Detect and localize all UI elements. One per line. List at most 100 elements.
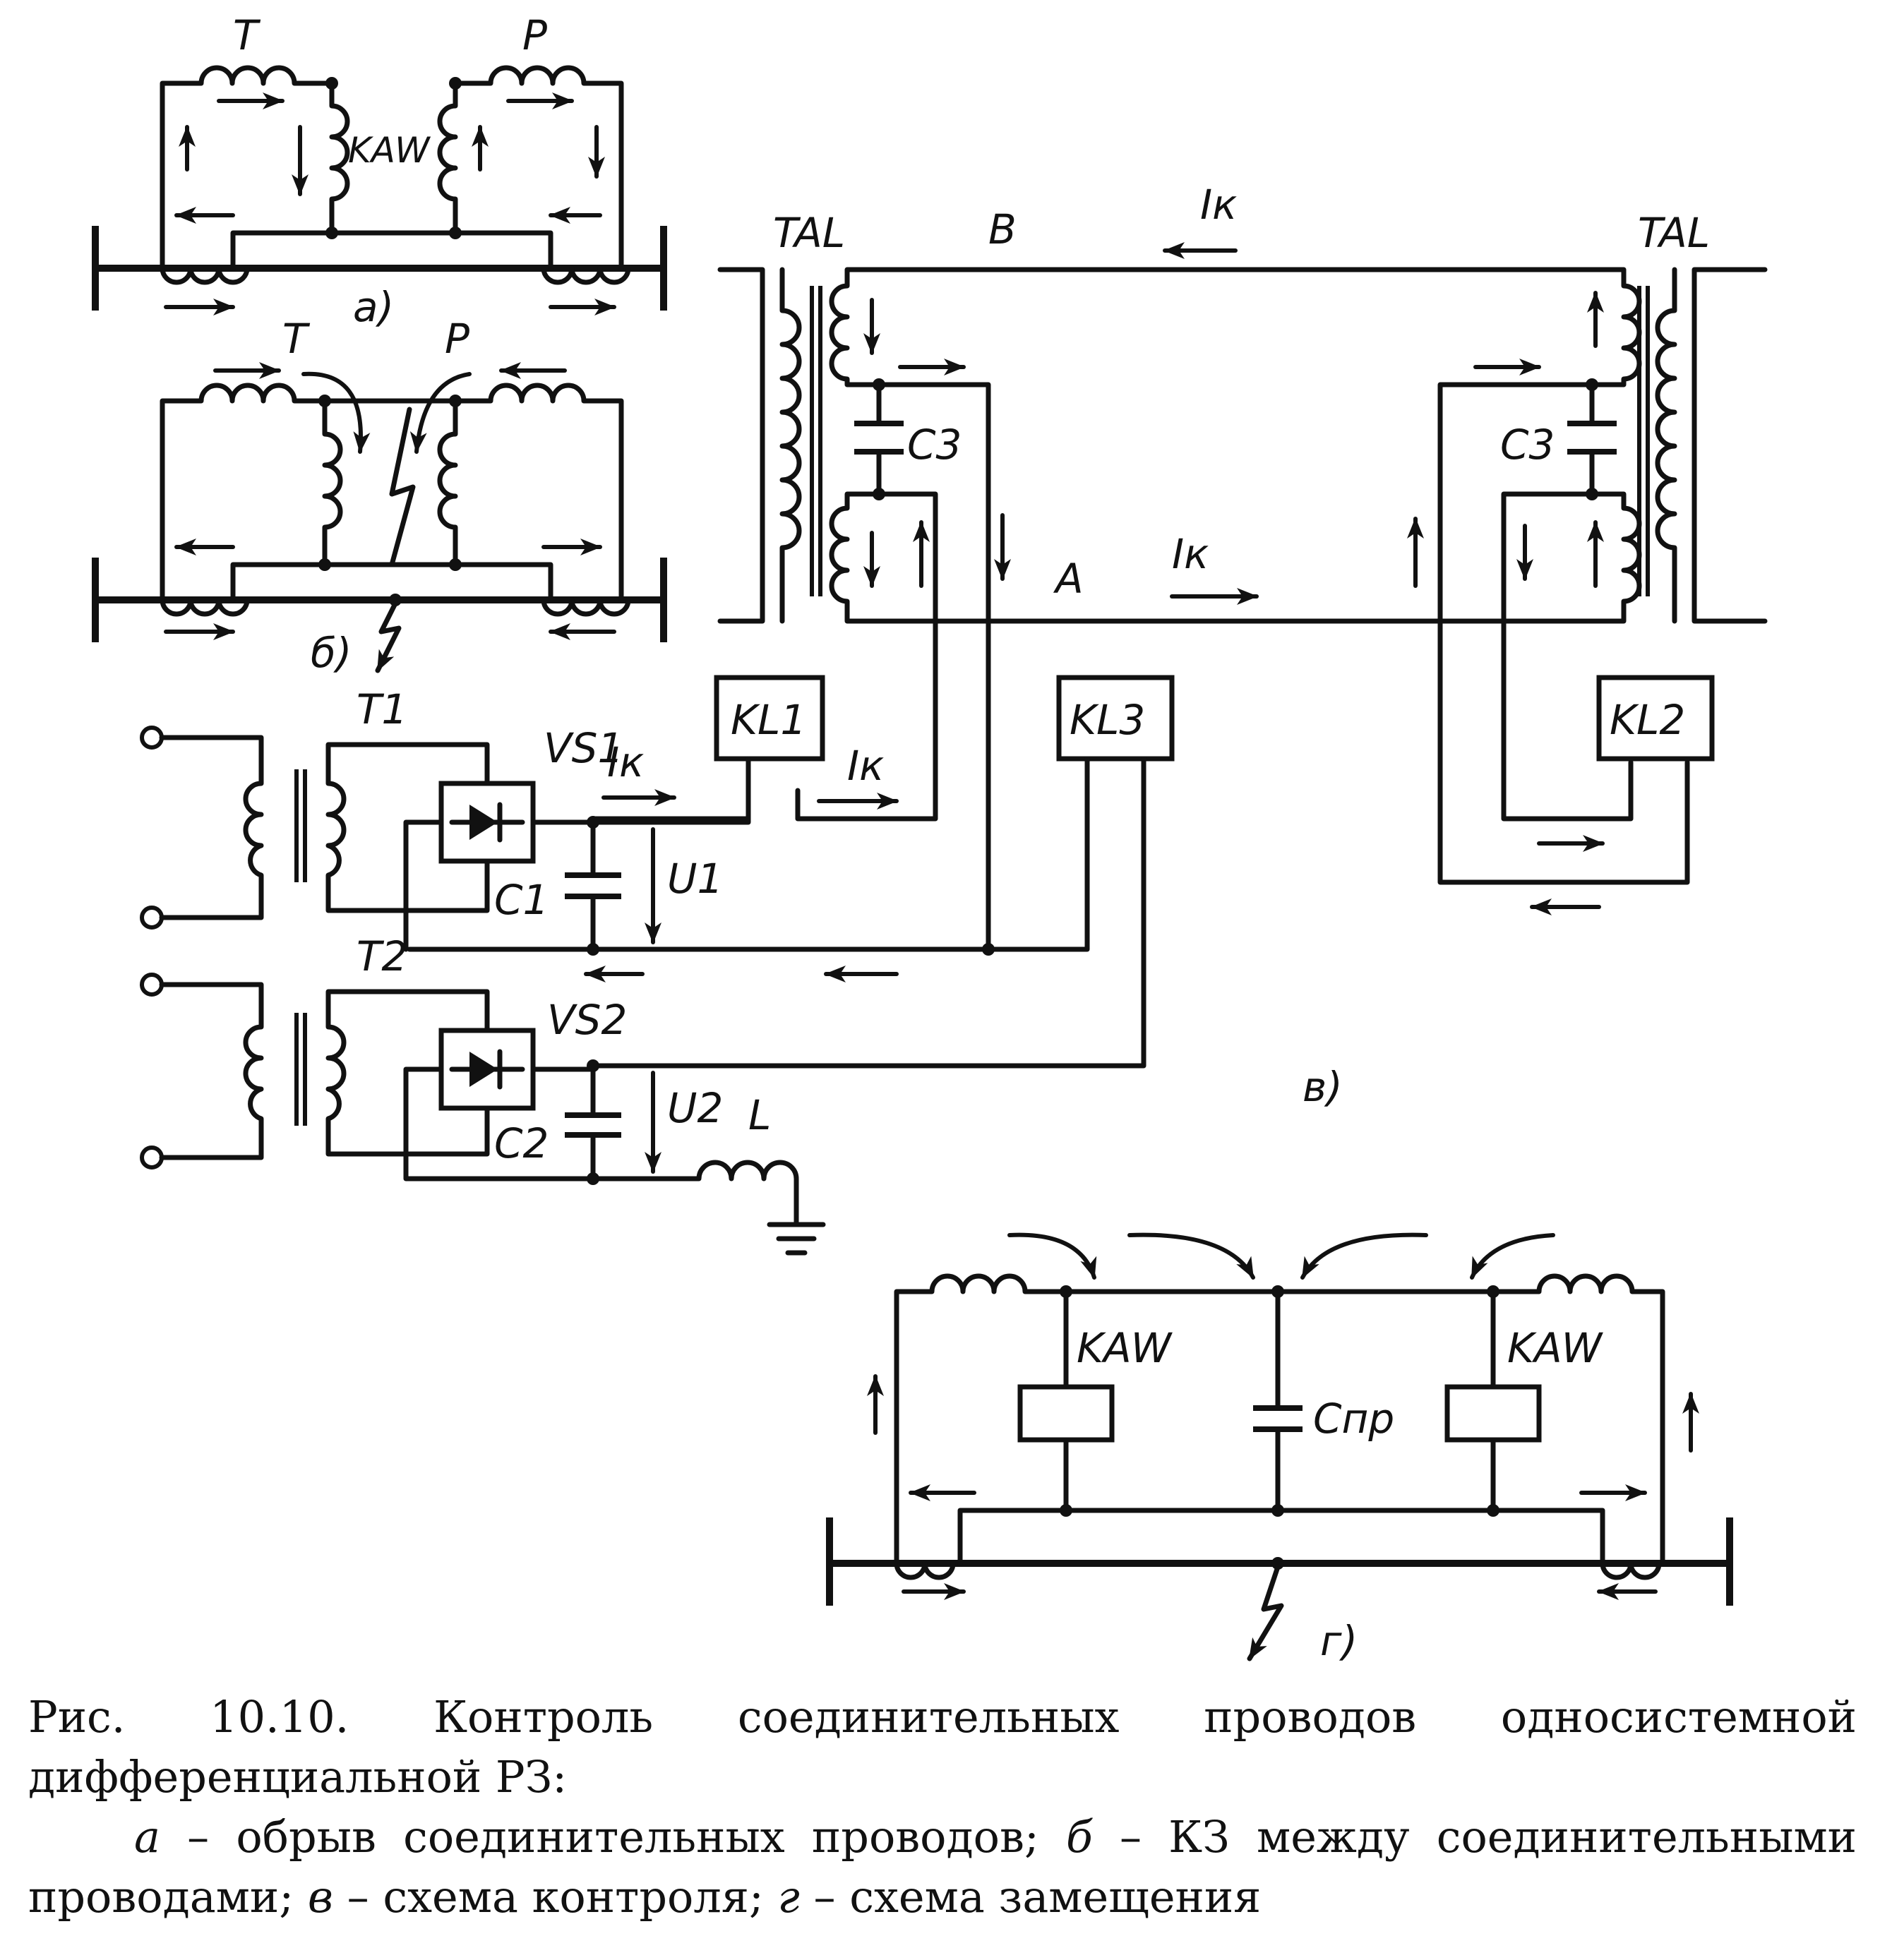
label-U1: U1 [667, 855, 723, 903]
wire [453, 398, 493, 437]
junction [325, 77, 338, 90]
junction [389, 594, 402, 606]
supply-circuits: T1 VS1 C1 U1 T2 VS2 C2 U2 L [140, 685, 826, 1256]
panel-label-v: в) [1303, 1063, 1343, 1111]
label-VS2: VS2 [547, 996, 627, 1044]
junction [1271, 1557, 1284, 1570]
caption-legend: а – обрыв соединительных проводов; б – К… [28, 1807, 1857, 1927]
label-C3-right: C3 [1500, 421, 1555, 469]
pilot-wire [957, 1508, 1605, 1566]
winding-KAW-right [437, 103, 458, 233]
label-A: A [1053, 555, 1084, 603]
junction [318, 558, 331, 571]
winding-KAW-left [329, 103, 350, 233]
panel-a-break-of-pilot-wires: T P KAW а) [92, 11, 667, 331]
junction [1487, 1504, 1499, 1517]
winding-T [198, 383, 325, 404]
wire-to-KL1 [795, 491, 938, 822]
panel-g-equivalent-circuit: KAW KAW Cпр г) [826, 1232, 1733, 1665]
caption-title: Рис. 10.10. Контроль соединительных пров… [28, 1691, 1857, 1803]
terminal [140, 726, 164, 750]
label-T: T [233, 11, 261, 59]
wire-to-KL3 [876, 382, 991, 952]
TAL-primary-left [779, 308, 802, 551]
wire-to-KL2 [1501, 491, 1634, 822]
pilot-wire [230, 230, 553, 271]
current-transformer-left [894, 1561, 956, 1580]
junction [1060, 1285, 1072, 1298]
junction [587, 943, 599, 956]
pilot-wire [230, 562, 553, 603]
TAL-primary-right [1655, 308, 1677, 551]
primary-right [1692, 267, 1768, 624]
panel-v-monitoring-circuit: TAL TAL B A Iк Iк Iк Iк C3 C3 KL1 KL3 KL… [407, 181, 1768, 1111]
junction [449, 227, 462, 239]
junction [325, 227, 338, 239]
label-TAL-right: TAL [1638, 209, 1710, 257]
label-KL1: KL1 [731, 696, 806, 744]
terminal [140, 1146, 164, 1170]
wire [159, 735, 264, 920]
wire [403, 819, 444, 952]
junction [1487, 1285, 1499, 1298]
current-arrow [1470, 1233, 1555, 1280]
label-Ik: Iк [847, 742, 884, 790]
winding-P [488, 383, 587, 404]
legend-text-a: – обрыв соединительных проводов; [160, 1811, 1066, 1863]
wire [583, 398, 624, 603]
label-C2: C2 [494, 1119, 549, 1167]
wire [159, 982, 264, 1160]
current-arrow [409, 372, 472, 454]
relay-KL3 [1056, 675, 1175, 762]
winding-T2-secondary [325, 1024, 347, 1122]
winding-KAW-right [437, 431, 458, 565]
winding-P [488, 65, 587, 86]
current-arrow [1127, 1232, 1255, 1280]
current-arrow [1007, 1232, 1097, 1280]
label-T1: T1 [357, 685, 407, 733]
current-arrow [301, 371, 371, 454]
wire [325, 989, 490, 1033]
panel-label-a: а) [353, 283, 394, 331]
junction [1271, 1504, 1284, 1517]
junction [449, 77, 462, 90]
relay-KL2 [1596, 675, 1715, 762]
relay-KAW-right [1444, 1384, 1542, 1443]
junction [1060, 1504, 1072, 1517]
label-Ik: Iк [607, 738, 644, 786]
TAL-secondary-left-upper [829, 270, 879, 387]
junction [449, 395, 462, 407]
winding-T1-secondary [325, 781, 347, 878]
label-P: P [445, 315, 469, 363]
label-T: T [282, 315, 311, 363]
current-transformer-left [160, 597, 250, 617]
wire [160, 398, 204, 603]
junction [587, 1172, 599, 1185]
current-transformer-right [541, 597, 631, 617]
wire [325, 742, 490, 786]
current-transformer-right [541, 265, 631, 285]
legend-key-a: а [134, 1811, 160, 1863]
label-KL3: KL3 [1070, 696, 1145, 744]
wire-to-KL2 [1437, 382, 1690, 885]
legend-text-v: – схема контроля; [333, 1871, 778, 1923]
legend-key-b: б [1065, 1811, 1093, 1863]
figure-caption: Рис. 10.10. Контроль соединительных пров… [28, 1687, 1857, 1927]
fault-lightning-icon [1247, 1564, 1284, 1661]
winding-T2-primary [243, 1024, 264, 1122]
label-C1: C1 [494, 876, 549, 924]
label-C3-left: C3 [907, 421, 962, 469]
current-arrow [1300, 1232, 1428, 1280]
winding-T1-primary [243, 781, 264, 878]
fault-lightning-icon [389, 407, 416, 567]
winding-KAW-left [322, 431, 343, 565]
legend-key-v: в [307, 1871, 333, 1923]
winding-left [929, 1273, 1497, 1294]
junction [318, 395, 331, 407]
panel-label-g: г) [1320, 1617, 1358, 1665]
label-Ik: Iк [1200, 181, 1237, 229]
wire [530, 756, 751, 825]
label-P: P [522, 11, 547, 59]
TAL-secondary-left-lower [829, 491, 879, 621]
